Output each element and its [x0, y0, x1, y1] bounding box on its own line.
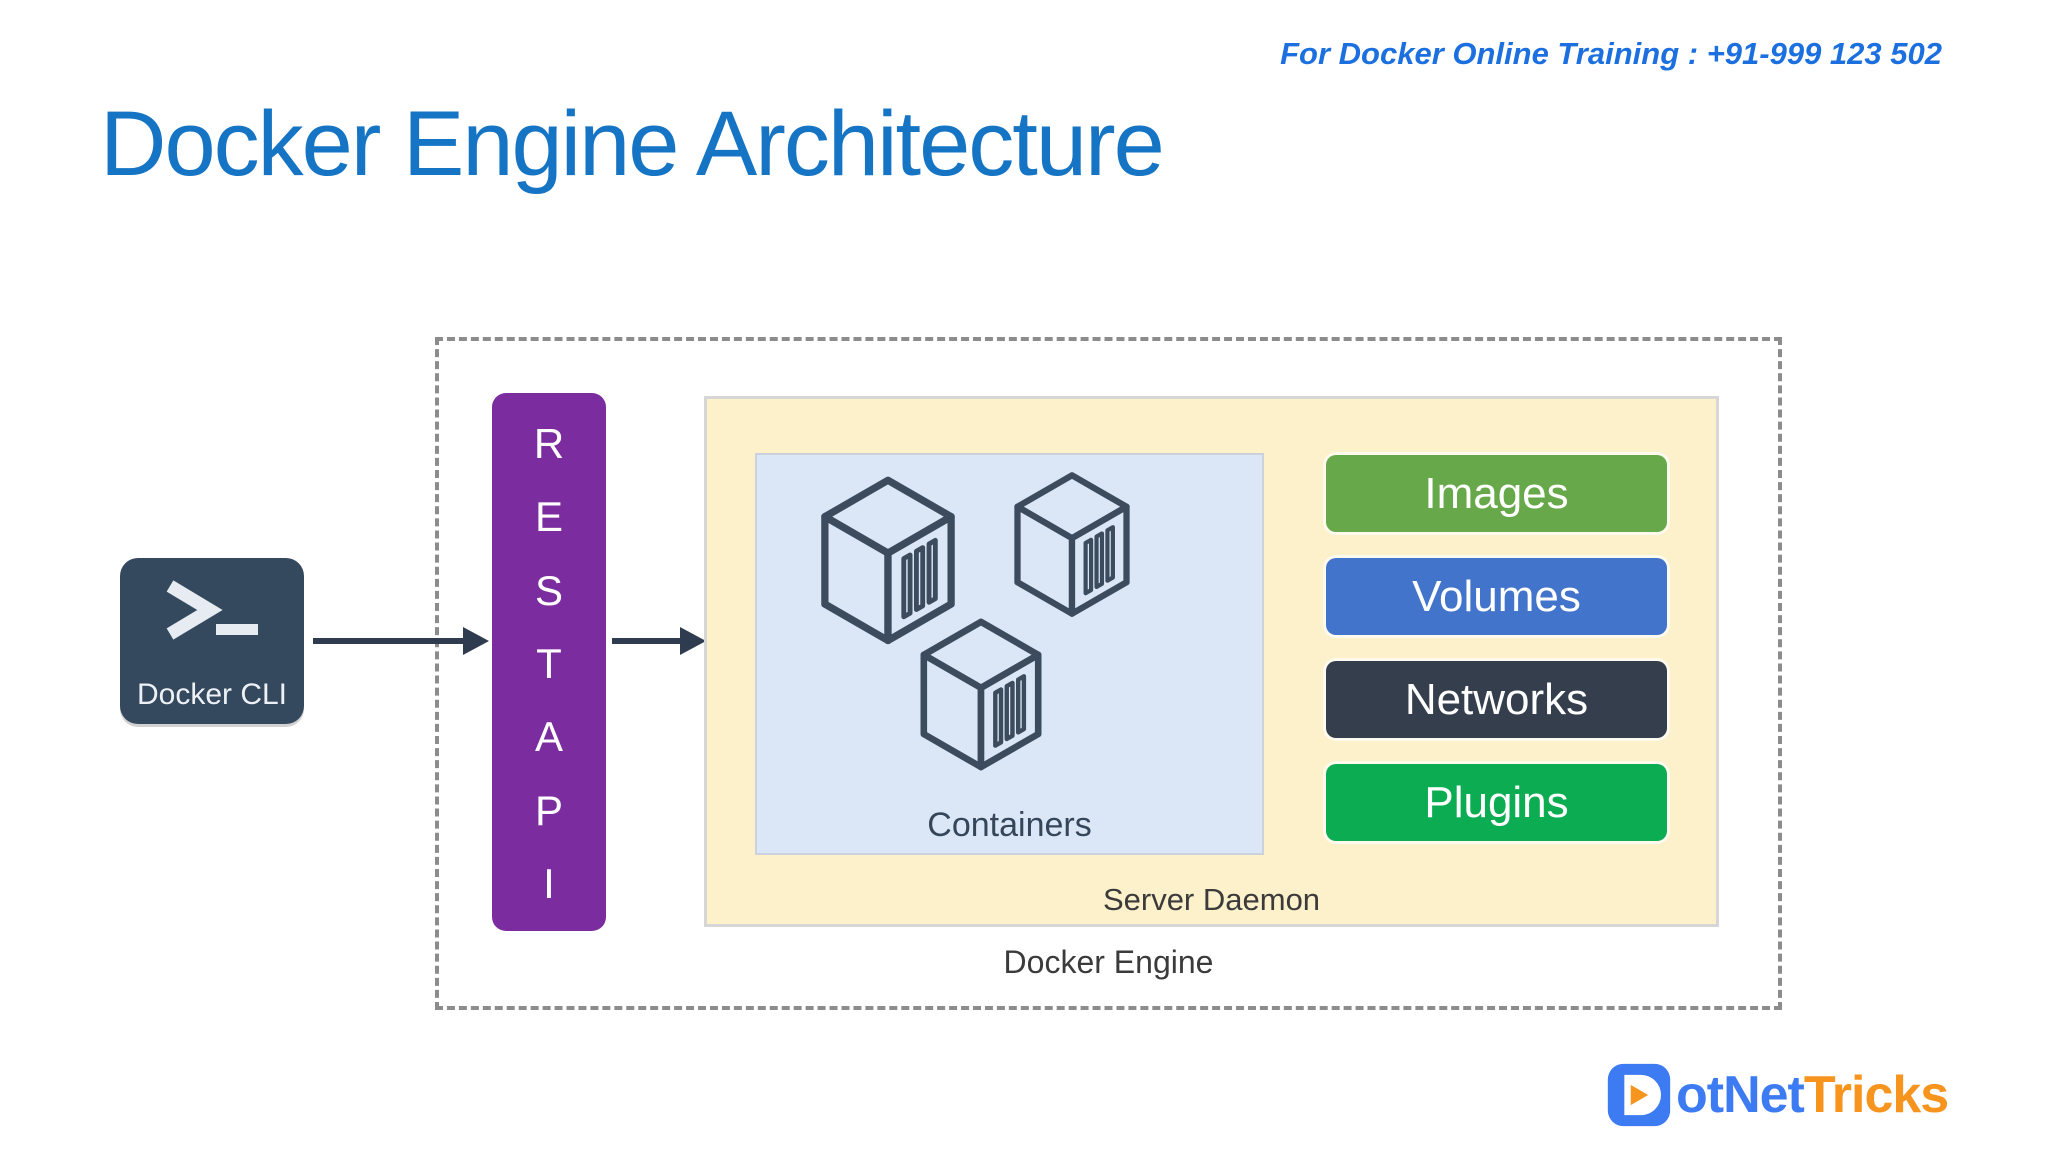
arrowhead-icon — [463, 627, 489, 655]
component-networks: Networks — [1326, 661, 1667, 738]
containers-box: Containers — [755, 453, 1264, 855]
docker-cli-label: Docker CLI — [136, 678, 288, 711]
rest-api-letter: S — [534, 566, 563, 614]
terminal-prompt-icon — [166, 580, 258, 640]
component-plugins: Plugins — [1326, 764, 1667, 841]
rest-api-letter: P — [534, 786, 563, 834]
docker-engine-label: Docker Engine — [1003, 944, 1214, 980]
logo-text-blue: otNet — [1676, 1066, 1805, 1124]
server-daemon-label: Server Daemon — [1102, 882, 1321, 917]
component-images: Images — [1326, 455, 1667, 532]
rest-api-letter: A — [534, 713, 563, 761]
training-contact-text: For Docker Online Training : +91-999 123… — [1280, 36, 1942, 71]
arrow-restapi-to-daemon — [612, 627, 706, 655]
rest-api-bar: R E S T A P I — [492, 393, 606, 931]
page-title: Docker Engine Architecture — [100, 93, 1165, 195]
container-cube-icon — [915, 615, 1047, 775]
daemon-components-list: Images Volumes Networks Plugins — [1326, 455, 1667, 867]
rest-api-letter: T — [536, 639, 562, 687]
component-volumes: Volumes — [1326, 558, 1667, 635]
rest-api-letter: R — [533, 420, 565, 467]
arrow-cli-to-restapi — [313, 627, 489, 655]
rest-api-letter: E — [534, 493, 563, 541]
arrowhead-icon — [680, 627, 706, 655]
logo-play-d-icon — [1607, 1063, 1671, 1127]
container-cube-icon — [1009, 469, 1135, 621]
logo-text-orange: Tricks — [1803, 1066, 1949, 1124]
docker-cli-box: Docker CLI — [120, 558, 304, 724]
containers-label: Containers — [927, 806, 1092, 844]
docker-engine-boundary — [435, 337, 1782, 1010]
rest-api-letter: I — [543, 859, 555, 907]
